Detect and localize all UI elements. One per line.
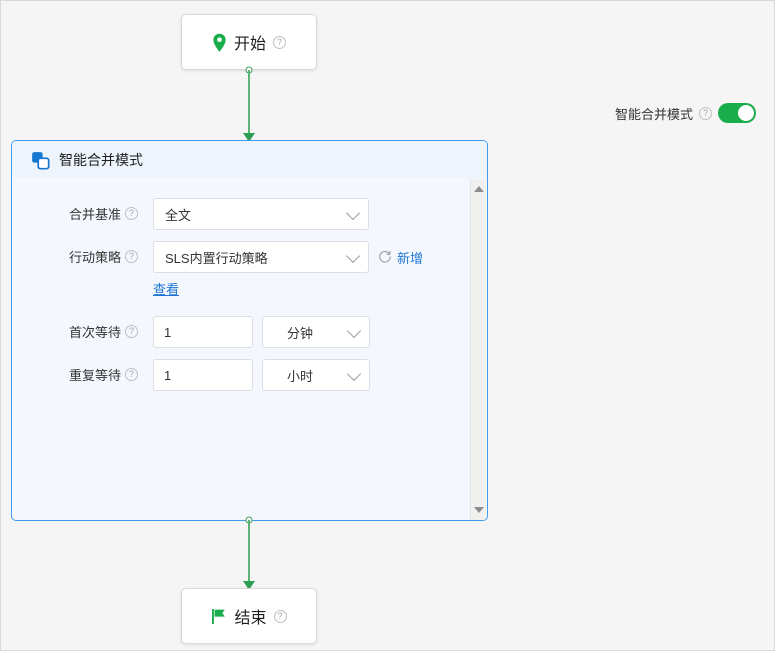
repeat-wait-unit-select[interactable]: 小时: [262, 359, 370, 391]
first-wait-value: 1: [164, 324, 172, 340]
action-policy-select[interactable]: SLS内置行动策略: [153, 241, 369, 273]
action-policy-control-line: SLS内置行动策略 新增: [153, 241, 423, 273]
merge-basis-select[interactable]: 全文: [153, 198, 369, 230]
first-wait-control-line: 1 分钟: [153, 316, 370, 348]
help-icon[interactable]: ?: [273, 609, 287, 623]
help-icon[interactable]: ?: [699, 106, 712, 120]
help-icon[interactable]: ?: [125, 250, 139, 263]
connector-line: [248, 520, 250, 581]
repeat-wait-control-line: 1 小时: [153, 359, 370, 391]
scroll-up-arrow-icon[interactable]: [473, 186, 484, 192]
toggle-knob: [738, 105, 754, 121]
flag-icon: [211, 608, 227, 625]
action-policy-label-group: 行动策略 ?: [69, 241, 153, 266]
flow-node-end-label: 结束: [234, 610, 267, 627]
merge-basis-value: 全文: [165, 207, 192, 223]
merge-basis-label: 合并基准: [69, 207, 122, 222]
repeat-wait-input[interactable]: 1: [153, 359, 253, 391]
merge-basis-controls: 全文: [153, 198, 369, 230]
first-wait-label: 首次等待: [69, 325, 122, 340]
connector-start-to-panel: [243, 66, 255, 142]
action-policy-controls: SLS内置行动策略 新增: [153, 241, 423, 298]
view-policy-link[interactable]: 查看: [153, 282, 180, 297]
smart-merge-toggle-label: 智能合并模式: [614, 106, 693, 122]
merge-squares-icon: [31, 151, 50, 170]
first-wait-label-group: 首次等待 ?: [69, 316, 153, 341]
connector-panel-to-end: [243, 516, 255, 590]
smart-merge-toggle-switch[interactable]: [718, 103, 756, 123]
merge-basis-control-line: 全文: [153, 198, 369, 230]
action-policy-value: SLS内置行动策略: [165, 250, 268, 266]
form-row-repeat-wait: 重复等待 ? 1 小时: [12, 359, 487, 391]
chevron-down-icon: [346, 366, 362, 382]
repeat-wait-value: 1: [164, 367, 172, 383]
connector-arrowhead: [243, 133, 255, 142]
panel-title: 智能合并模式: [59, 152, 143, 168]
flow-node-end[interactable]: 结束 ?: [181, 588, 317, 644]
connector-line: [248, 70, 250, 133]
chevron-down-icon: [345, 205, 361, 221]
help-icon[interactable]: ?: [273, 35, 286, 49]
action-policy-label: 行动策略: [69, 250, 122, 265]
first-wait-controls: 1 分钟: [153, 316, 370, 348]
panel-scrollbar[interactable]: [470, 179, 486, 520]
smart-merge-panel[interactable]: 智能合并模式 合并基准 ? 全文: [11, 140, 488, 521]
form-row-merge-basis: 合并基准 ? 全文: [12, 198, 487, 230]
first-wait-unit-select[interactable]: 分钟: [262, 316, 370, 348]
first-wait-input[interactable]: 1: [153, 316, 253, 348]
repeat-wait-controls: 1 小时: [153, 359, 370, 391]
repeat-wait-label-group: 重复等待 ?: [69, 359, 153, 384]
panel-body: 合并基准 ? 全文 行动策略 ?: [12, 178, 487, 520]
add-policy-label: 新增: [397, 250, 424, 266]
chevron-down-icon: [345, 248, 361, 264]
connector-arrowhead: [243, 581, 255, 590]
merge-basis-label-group: 合并基准 ?: [69, 198, 153, 223]
add-policy-button[interactable]: 新增: [378, 248, 423, 267]
form-row-action-policy: 行动策略 ? SLS内置行动策略: [12, 241, 487, 298]
repeat-wait-unit-value: 小时: [287, 368, 314, 384]
flow-node-start-label: 开始: [233, 36, 266, 53]
flow-node-start[interactable]: 开始 ?: [181, 14, 317, 70]
repeat-wait-label: 重复等待: [69, 368, 122, 383]
first-wait-unit-value: 分钟: [287, 325, 314, 341]
help-icon[interactable]: ?: [125, 368, 139, 381]
scroll-down-arrow-icon[interactable]: [473, 507, 484, 513]
help-icon[interactable]: ?: [125, 207, 139, 220]
smart-merge-toggle-row: 智能合并模式 ?: [615, 103, 756, 123]
form-row-first-wait: 首次等待 ? 1 分钟: [12, 316, 487, 348]
refresh-icon: [378, 250, 392, 264]
location-pin-icon: [212, 33, 227, 52]
help-icon[interactable]: ?: [125, 325, 139, 338]
chevron-down-icon: [346, 323, 362, 339]
panel-header: 智能合并模式: [12, 141, 487, 178]
